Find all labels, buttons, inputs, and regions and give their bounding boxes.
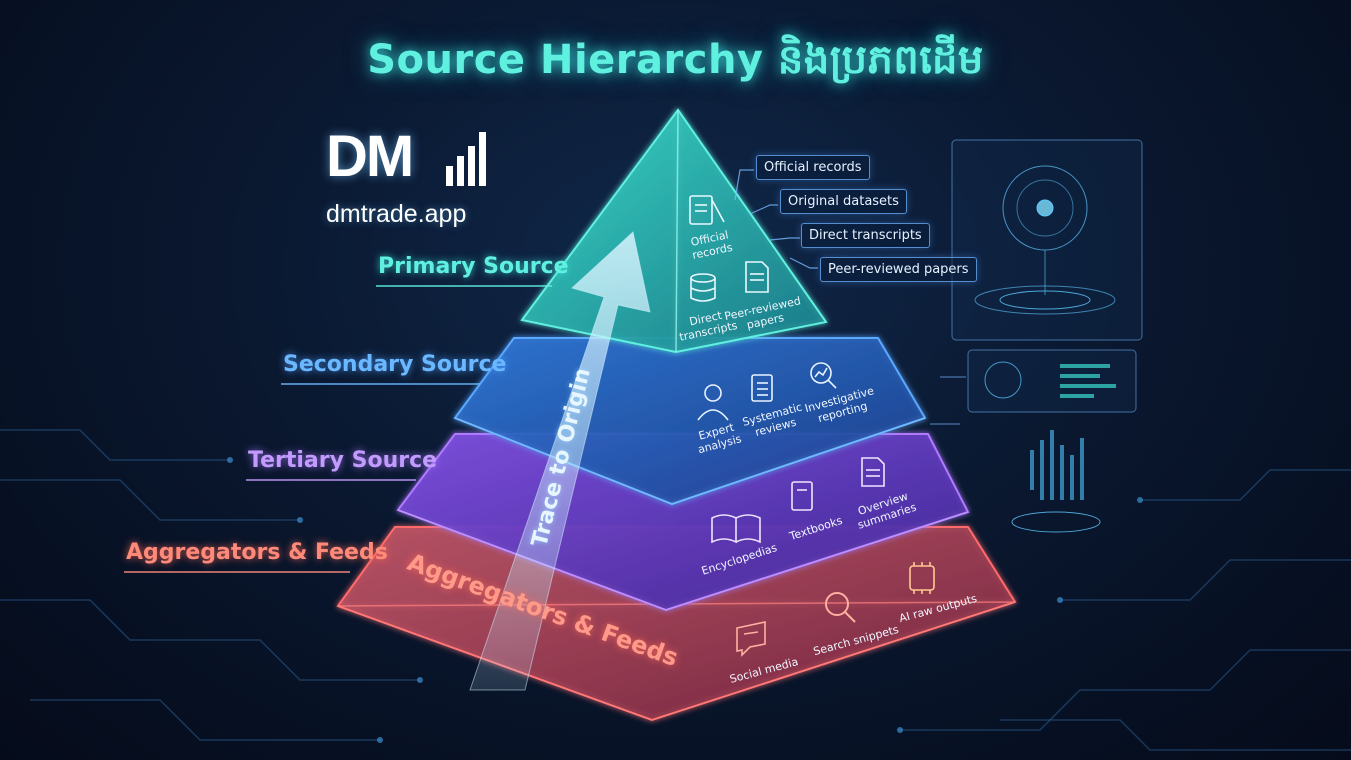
open-book-icon [711,514,761,544]
circuit-traces [0,429,1351,751]
paper-icon [745,261,769,293]
ai-chip-icon [909,562,935,594]
textbook-icon [791,481,813,511]
holo-panel-top [951,139,1143,341]
logo-mark: DM [326,124,414,189]
brand-logo: DM dmtrade.app [326,128,496,229]
holo-data-columns [1030,430,1084,500]
logo-domain: dmtrade.app [326,200,467,228]
search-icon [825,592,856,623]
chat-bubble-icon [736,621,766,657]
page-title: Source Hierarchy និងប្រភពដើម [367,37,984,83]
checklist-icon [751,374,773,402]
database-icon [690,273,716,302]
summary-doc-icon [861,457,885,487]
holo-globe [974,165,1116,315]
document-pen-icon [689,195,725,225]
tier-tertiary [396,433,970,612]
callout-direct-transcripts: Direct transcripts [801,223,930,248]
expert-person-icon [697,384,729,421]
trace-to-origin-arrow [469,231,651,691]
holo-panel-mid [967,349,1137,413]
circuit-nodes [227,457,1143,743]
holo-dial [984,361,1022,399]
tier-label-secondary: Secondary Source [283,352,507,377]
holo-bars [1060,364,1116,398]
callout-peer-reviewed-papers: Peer-reviewed papers [820,257,977,282]
logo-bars-icon [446,132,486,186]
tier-label-primary: Primary Source [378,254,569,279]
holo-base-ring [1011,511,1101,533]
callout-original-datasets: Original datasets [780,189,907,214]
tier-label-tertiary: Tertiary Source [248,448,438,473]
tier-label-lines [124,285,552,573]
callout-connectors [734,169,818,269]
tier-label-aggregators: Aggregators & Feeds [126,540,388,565]
callout-official-records: Official records [756,155,870,180]
magnifier-chart-icon [810,362,837,389]
